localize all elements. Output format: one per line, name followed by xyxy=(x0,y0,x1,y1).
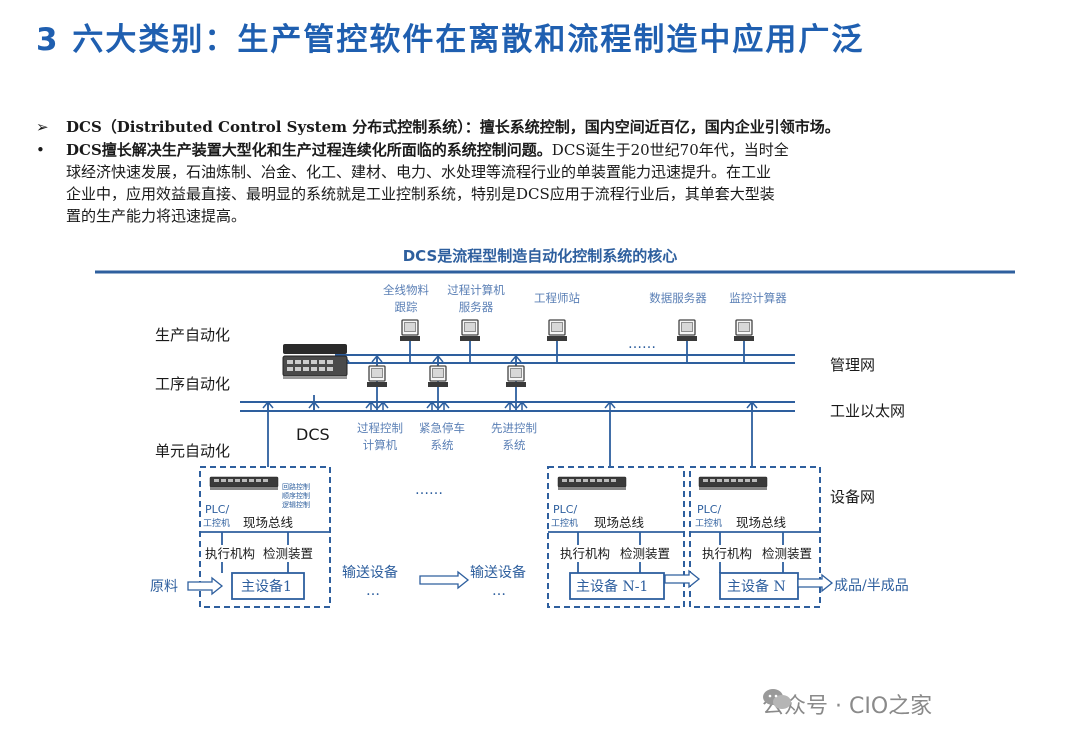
computer-icon xyxy=(459,319,481,342)
bullet-line: 球经济快速发展，石油炼制、冶金、化工、建材、电力、水处理等流程行业的单装置能力迅… xyxy=(66,163,772,181)
node-label: 过程计算机 xyxy=(447,283,505,297)
detector-label: 检测装置 xyxy=(263,546,313,561)
node-label: 计算机 xyxy=(363,438,398,452)
level-label: 工序自动化 xyxy=(155,375,230,393)
wechat-icon xyxy=(763,689,791,709)
arrow-bullet-icon: ➢ xyxy=(36,118,49,136)
level-label: 单元自动化 xyxy=(155,442,230,460)
node-label: 系统 xyxy=(503,438,526,452)
network-lines xyxy=(240,354,795,412)
node-label: 工程师站 xyxy=(534,291,580,305)
conveyor-label: 输送设备 xyxy=(470,564,526,581)
connector-lines xyxy=(267,340,753,467)
watermark: 公众号 · CIO之家 xyxy=(762,688,932,720)
computer-icon xyxy=(546,319,568,342)
main-device-boxes xyxy=(231,572,799,600)
actuator-label: 执行机构 xyxy=(702,546,752,561)
node-label: 数据服务器 xyxy=(649,291,707,305)
plc-device-icon xyxy=(698,476,768,491)
watermark-text: 公众号 · CIO之家 xyxy=(762,694,933,719)
fieldbus-label: 现场总线 xyxy=(243,515,294,530)
node-label: 系统 xyxy=(431,438,454,452)
node-label: 紧急停车 xyxy=(419,421,465,435)
ellipsis: …… xyxy=(415,482,443,498)
conveyor-label: 输送设备 xyxy=(342,564,398,581)
raw-material-label: 原料 xyxy=(150,579,178,595)
flow-arrow-icon xyxy=(187,577,223,595)
fieldbus-label: 现场总线 xyxy=(736,515,787,530)
plc-label: PLC/ xyxy=(205,503,229,516)
network-label: 工业以太网 xyxy=(830,402,905,420)
main-device-label: 主设备 N-1 xyxy=(576,578,648,595)
ellipsis: … xyxy=(366,583,380,599)
plc-function-label: 顺序控制 xyxy=(282,491,310,500)
device-groups xyxy=(199,466,821,608)
node-label: 全线物料 xyxy=(383,283,429,297)
diagram-caption: DCS是流程型制造自动化控制系统的核心 xyxy=(402,247,678,265)
field-bus-lines xyxy=(200,531,820,573)
computer-icon xyxy=(733,319,755,342)
network-label: 设备网 xyxy=(830,488,875,506)
page-title: 3 六大类别：生产管控软件在离散和流程制造中应用广泛 xyxy=(36,22,865,58)
network-label: 管理网 xyxy=(830,356,875,374)
plc-label: 工控机 xyxy=(203,517,230,529)
plc-label: 工控机 xyxy=(695,517,722,529)
node-label: 服务器 xyxy=(459,300,494,314)
detector-label: 检测装置 xyxy=(762,546,812,561)
fieldbus-label: 现场总线 xyxy=(594,515,645,530)
computer-icon xyxy=(676,319,698,342)
bullet-item-dcs-detail: • DCS擅长解决生产装置大型化和生产过程连续化所面临的系统控制问题。DCS诞生… xyxy=(36,139,1046,227)
bullet-bold-lead: DCS擅长解决生产装置大型化和生产过程连续化所面临的系统控制问题。 xyxy=(66,141,552,159)
actuator-label: 执行机构 xyxy=(205,546,255,561)
plc-label: 工控机 xyxy=(551,517,578,529)
switch-server-icon xyxy=(282,344,348,379)
node-label: 跟踪 xyxy=(395,300,418,314)
level-label: 生产自动化 xyxy=(155,326,230,344)
plc-function-label: 逻辑控制 xyxy=(282,500,310,509)
node-label: 过程控制 xyxy=(357,421,403,435)
computer-icon xyxy=(366,365,388,388)
ellipsis: …… xyxy=(628,336,656,352)
flow-arrow-icon xyxy=(419,571,469,589)
bullet-line: DCS诞生于20世纪70年代，当时全 xyxy=(551,141,789,159)
plc-function-label: 回路控制 xyxy=(282,482,310,491)
main-device-label: 主设备 N xyxy=(727,578,786,595)
bullet-text: DCS（Distributed Control System 分布式控制系统）：… xyxy=(66,118,840,136)
plc-label: PLC/ xyxy=(697,503,721,516)
computer-icon xyxy=(505,365,527,388)
node-label: 监控计算器 xyxy=(729,291,787,305)
bullet-line: 企业中，应用效益最直接、最明显的系统就是工业控制系统，特别是DCS应用于流程行业… xyxy=(66,185,775,203)
main-device-label: 主设备1 xyxy=(241,578,292,595)
flow-arrow-icon xyxy=(664,570,700,588)
computer-icon xyxy=(399,319,421,342)
bullet-list: ➢ DCS（Distributed Control System 分布式控制系统… xyxy=(36,116,1046,227)
computer-icon xyxy=(427,365,449,388)
ellipsis: … xyxy=(492,583,506,599)
dcs-label: DCS xyxy=(296,425,330,444)
bullet-line: 置的生产能力将迅速提高。 xyxy=(66,207,247,225)
flow-arrow-icon xyxy=(797,574,833,592)
plc-device-icon xyxy=(557,476,627,491)
bullet-item-dcs-summary: ➢ DCS（Distributed Control System 分布式控制系统… xyxy=(36,116,1046,138)
actuator-label: 执行机构 xyxy=(560,546,610,561)
detector-label: 检测装置 xyxy=(620,546,670,561)
node-label: 先进控制 xyxy=(491,421,537,435)
dot-bullet-icon: • xyxy=(36,141,45,159)
plc-label: PLC/ xyxy=(553,503,577,516)
plc-device-icon xyxy=(209,476,279,491)
product-label: 成品/半成品 xyxy=(834,578,909,594)
